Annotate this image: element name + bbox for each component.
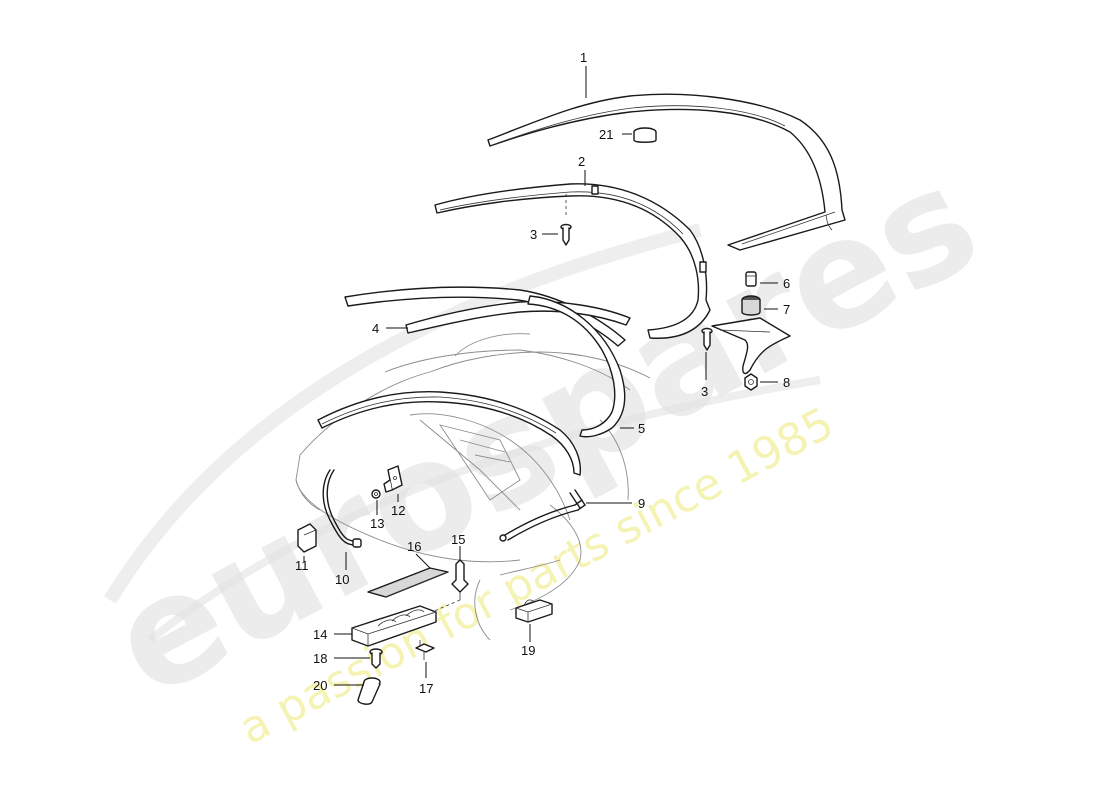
part-6-bump-stop [745,271,757,287]
callout-21: 21 [599,127,613,142]
callout-2: 2 [578,154,585,169]
callout-3-lower: 3 [701,384,708,399]
part-7-bracket [711,317,791,375]
callout-6: 6 [783,276,790,291]
part-11-clip [297,523,317,553]
callout-7: 7 [783,302,790,317]
part-17-clip [415,640,435,660]
callout-11: 11 [295,558,309,573]
callout-1: 1 [580,50,587,65]
part-9-rod [499,489,586,542]
part-3-screw-upper [560,194,572,246]
watermark-logo: eurospares [85,133,1004,732]
watermark-swoosh [104,223,821,644]
callout-14: 14 [313,627,327,642]
part-19-buffer [515,599,553,623]
part-8-nut [744,373,758,391]
part-13-nut [371,489,381,499]
part-14-bracket [351,605,437,647]
part-3-screw-lower [701,327,713,351]
callout-18: 18 [313,651,327,666]
callout-3-upper: 3 [530,227,537,242]
callout-15: 15 [451,532,465,547]
part-16-pad [367,567,449,598]
part-12-bracket [383,465,403,493]
part-1-hardtop-shell [487,93,846,251]
callout-labels: 1 2 3 3 4 5 6 7 8 9 10 11 12 13 14 15 16… [295,50,790,696]
callout-5: 5 [638,421,645,436]
part-18-screw [369,648,383,669]
callout-10: 10 [335,572,349,587]
watermark: eurospares a passion for parts since 198… [85,133,1004,755]
callout-19: 19 [521,643,535,658]
callout-9: 9 [638,496,645,511]
part-10-cable [322,469,362,548]
part-5-large-seal [317,295,626,476]
callout-20: 20 [313,678,327,693]
part-15-pin [431,559,469,613]
callout-13: 13 [370,516,384,531]
part-2-seal-frame [434,183,711,339]
callout-8: 8 [783,375,790,390]
part-21-cap [633,127,657,143]
callout-12: 12 [391,503,405,518]
callout-17: 17 [419,681,433,696]
part-20-sleeve [357,677,381,705]
leader-lines [303,66,778,686]
callout-4: 4 [372,321,379,336]
callout-16: 16 [407,539,421,554]
